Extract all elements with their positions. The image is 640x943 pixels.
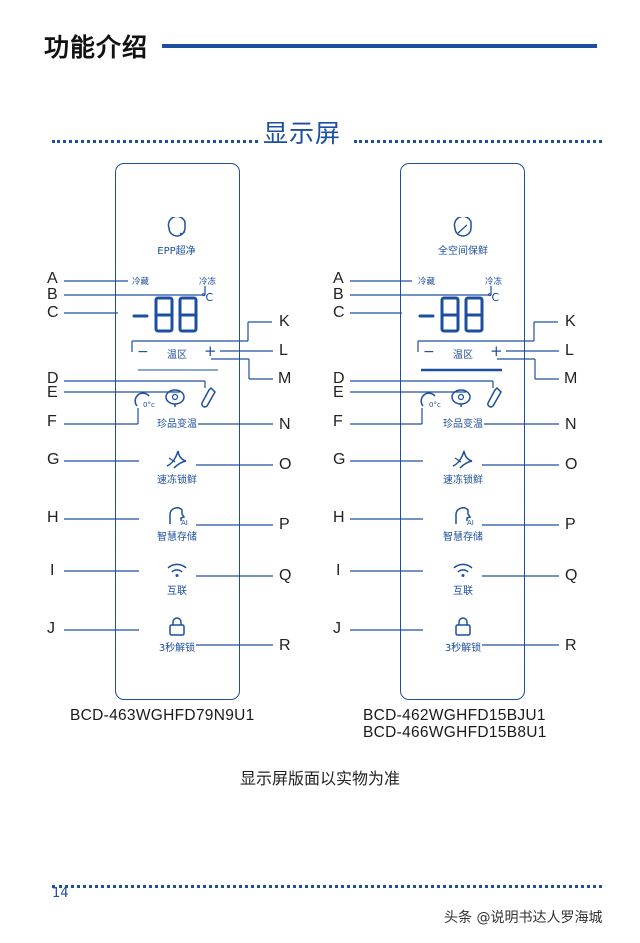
zone-freezer-label: 冷冻 (199, 277, 217, 287)
quick-freeze-button[interactable]: 速冻锁鲜 (157, 475, 197, 486)
page-title: 功能介绍 (44, 33, 149, 62)
callout-letter: J (47, 620, 55, 637)
ai-head-icon: AI (455, 507, 474, 526)
display-panel-right (400, 163, 525, 700)
callout-letter: B (47, 286, 58, 303)
snowflake-bird-icon (166, 450, 187, 469)
callout-letter: A (47, 270, 58, 287)
section-heading: 显示屏 (263, 119, 342, 148)
wifi-icon (453, 563, 473, 577)
mode-slot-label: 珍品变温 (157, 419, 197, 430)
callout-letter: P (279, 516, 290, 533)
interconnect-button[interactable]: 互联 (167, 586, 187, 597)
callout-letter: G (47, 451, 60, 468)
svg-text:AI: AI (467, 519, 474, 526)
wifi-icon (167, 563, 187, 577)
quick-freeze-button[interactable]: 速冻锁鲜 (443, 475, 483, 486)
svg-text:AI: AI (181, 519, 188, 526)
page-number: 14 (52, 886, 69, 901)
callout-letter: Q (279, 567, 292, 584)
section-dotted-rule-right (354, 140, 602, 143)
callout-letter: K (279, 313, 290, 330)
callout-letter: B (333, 286, 344, 303)
callout-letter: L (565, 342, 574, 359)
temp-zone-label: 温区 (453, 350, 473, 361)
smart-storage-button[interactable]: 智慧存储 (443, 532, 483, 543)
footer-dotted-rule (52, 885, 602, 888)
callout-letter: K (565, 313, 576, 330)
callout-letter: I (336, 562, 341, 579)
callout-letter: Q (565, 567, 578, 584)
callout-letter: E (333, 384, 344, 401)
zone-freezer-label: 冷冻 (485, 277, 503, 287)
callout-letter: F (47, 413, 57, 430)
callout-letter: R (279, 637, 291, 654)
seven-segment-display-right (418, 296, 484, 333)
callout-letter: J (333, 620, 341, 637)
temp-zone-label: 温区 (167, 350, 187, 361)
model-number: BCD-462WGHFD15BJU1 (363, 707, 546, 724)
zero-degree-icon: 0°c (134, 392, 155, 409)
meat-icon (165, 389, 185, 407)
callout-letter: D (333, 370, 345, 387)
callout-letter: R (565, 637, 577, 654)
callout-letter: D (47, 370, 59, 387)
svg-text:0°c: 0°c (143, 401, 155, 409)
callout-letter: A (333, 270, 344, 287)
seven-segment-display-left (132, 296, 198, 333)
temp-unit: ℃ (487, 291, 500, 304)
callout-letter: O (565, 456, 578, 473)
callout-letter: N (279, 416, 291, 433)
minus-button[interactable]: − (423, 344, 435, 360)
interconnect-button[interactable]: 互联 (453, 586, 473, 597)
bottle-icon (201, 386, 216, 408)
svg-text:0°c: 0°c (429, 401, 441, 409)
plus-button[interactable]: + (204, 342, 217, 360)
callout-letter: C (333, 304, 345, 321)
callout-letter: P (565, 516, 576, 533)
callout-letter: H (333, 509, 345, 526)
callout-letter: F (333, 413, 343, 430)
callout-letter: I (50, 562, 55, 579)
minus-button[interactable]: − (137, 344, 149, 360)
callout-letter: C (47, 304, 59, 321)
leaf-sparkle-icon (167, 217, 186, 237)
lock-icon (455, 617, 471, 636)
callout-letter: H (47, 509, 59, 526)
bottle-icon (487, 386, 502, 408)
zero-degree-icon: 0°c (420, 392, 441, 409)
callout-letter: M (278, 370, 292, 387)
model-number: BCD-466WGHFD15B8U1 (363, 724, 547, 741)
mode-label: EPP超净 (157, 246, 196, 257)
callout-letter: M (564, 370, 578, 387)
callout-letter: O (279, 456, 292, 473)
temp-unit: ℃ (201, 291, 214, 304)
snowflake-bird-icon (452, 450, 473, 469)
display-panel-left (115, 163, 240, 700)
watermark: 头条 @说明书达人罗海城 (444, 910, 603, 926)
mode-label: 全空间保鲜 (438, 246, 488, 257)
title-rule (162, 44, 597, 48)
callout-letter: L (279, 342, 288, 359)
zone-fridge-label: 冷藏 (418, 277, 436, 287)
mode-slot-label: 珍品变温 (443, 419, 483, 430)
callout-letter: N (565, 416, 577, 433)
leaf-icon (453, 217, 472, 237)
lock-icon (169, 617, 185, 636)
zone-fridge-label: 冷藏 (132, 277, 150, 287)
callout-letter: E (47, 384, 58, 401)
meat-icon (451, 389, 471, 407)
smart-storage-button[interactable]: 智慧存储 (157, 532, 197, 543)
callout-letter: G (333, 451, 346, 468)
display-note: 显示屏版面以实物为准 (239, 769, 400, 788)
model-number: BCD-463WGHFD79N9U1 (70, 707, 255, 724)
section-dotted-rule-left (52, 140, 258, 143)
ai-head-icon: AI (169, 507, 188, 526)
plus-button[interactable]: + (490, 342, 503, 360)
unlock-button[interactable]: 3秒解锁 (158, 643, 196, 654)
unlock-button[interactable]: 3秒解锁 (444, 643, 482, 654)
